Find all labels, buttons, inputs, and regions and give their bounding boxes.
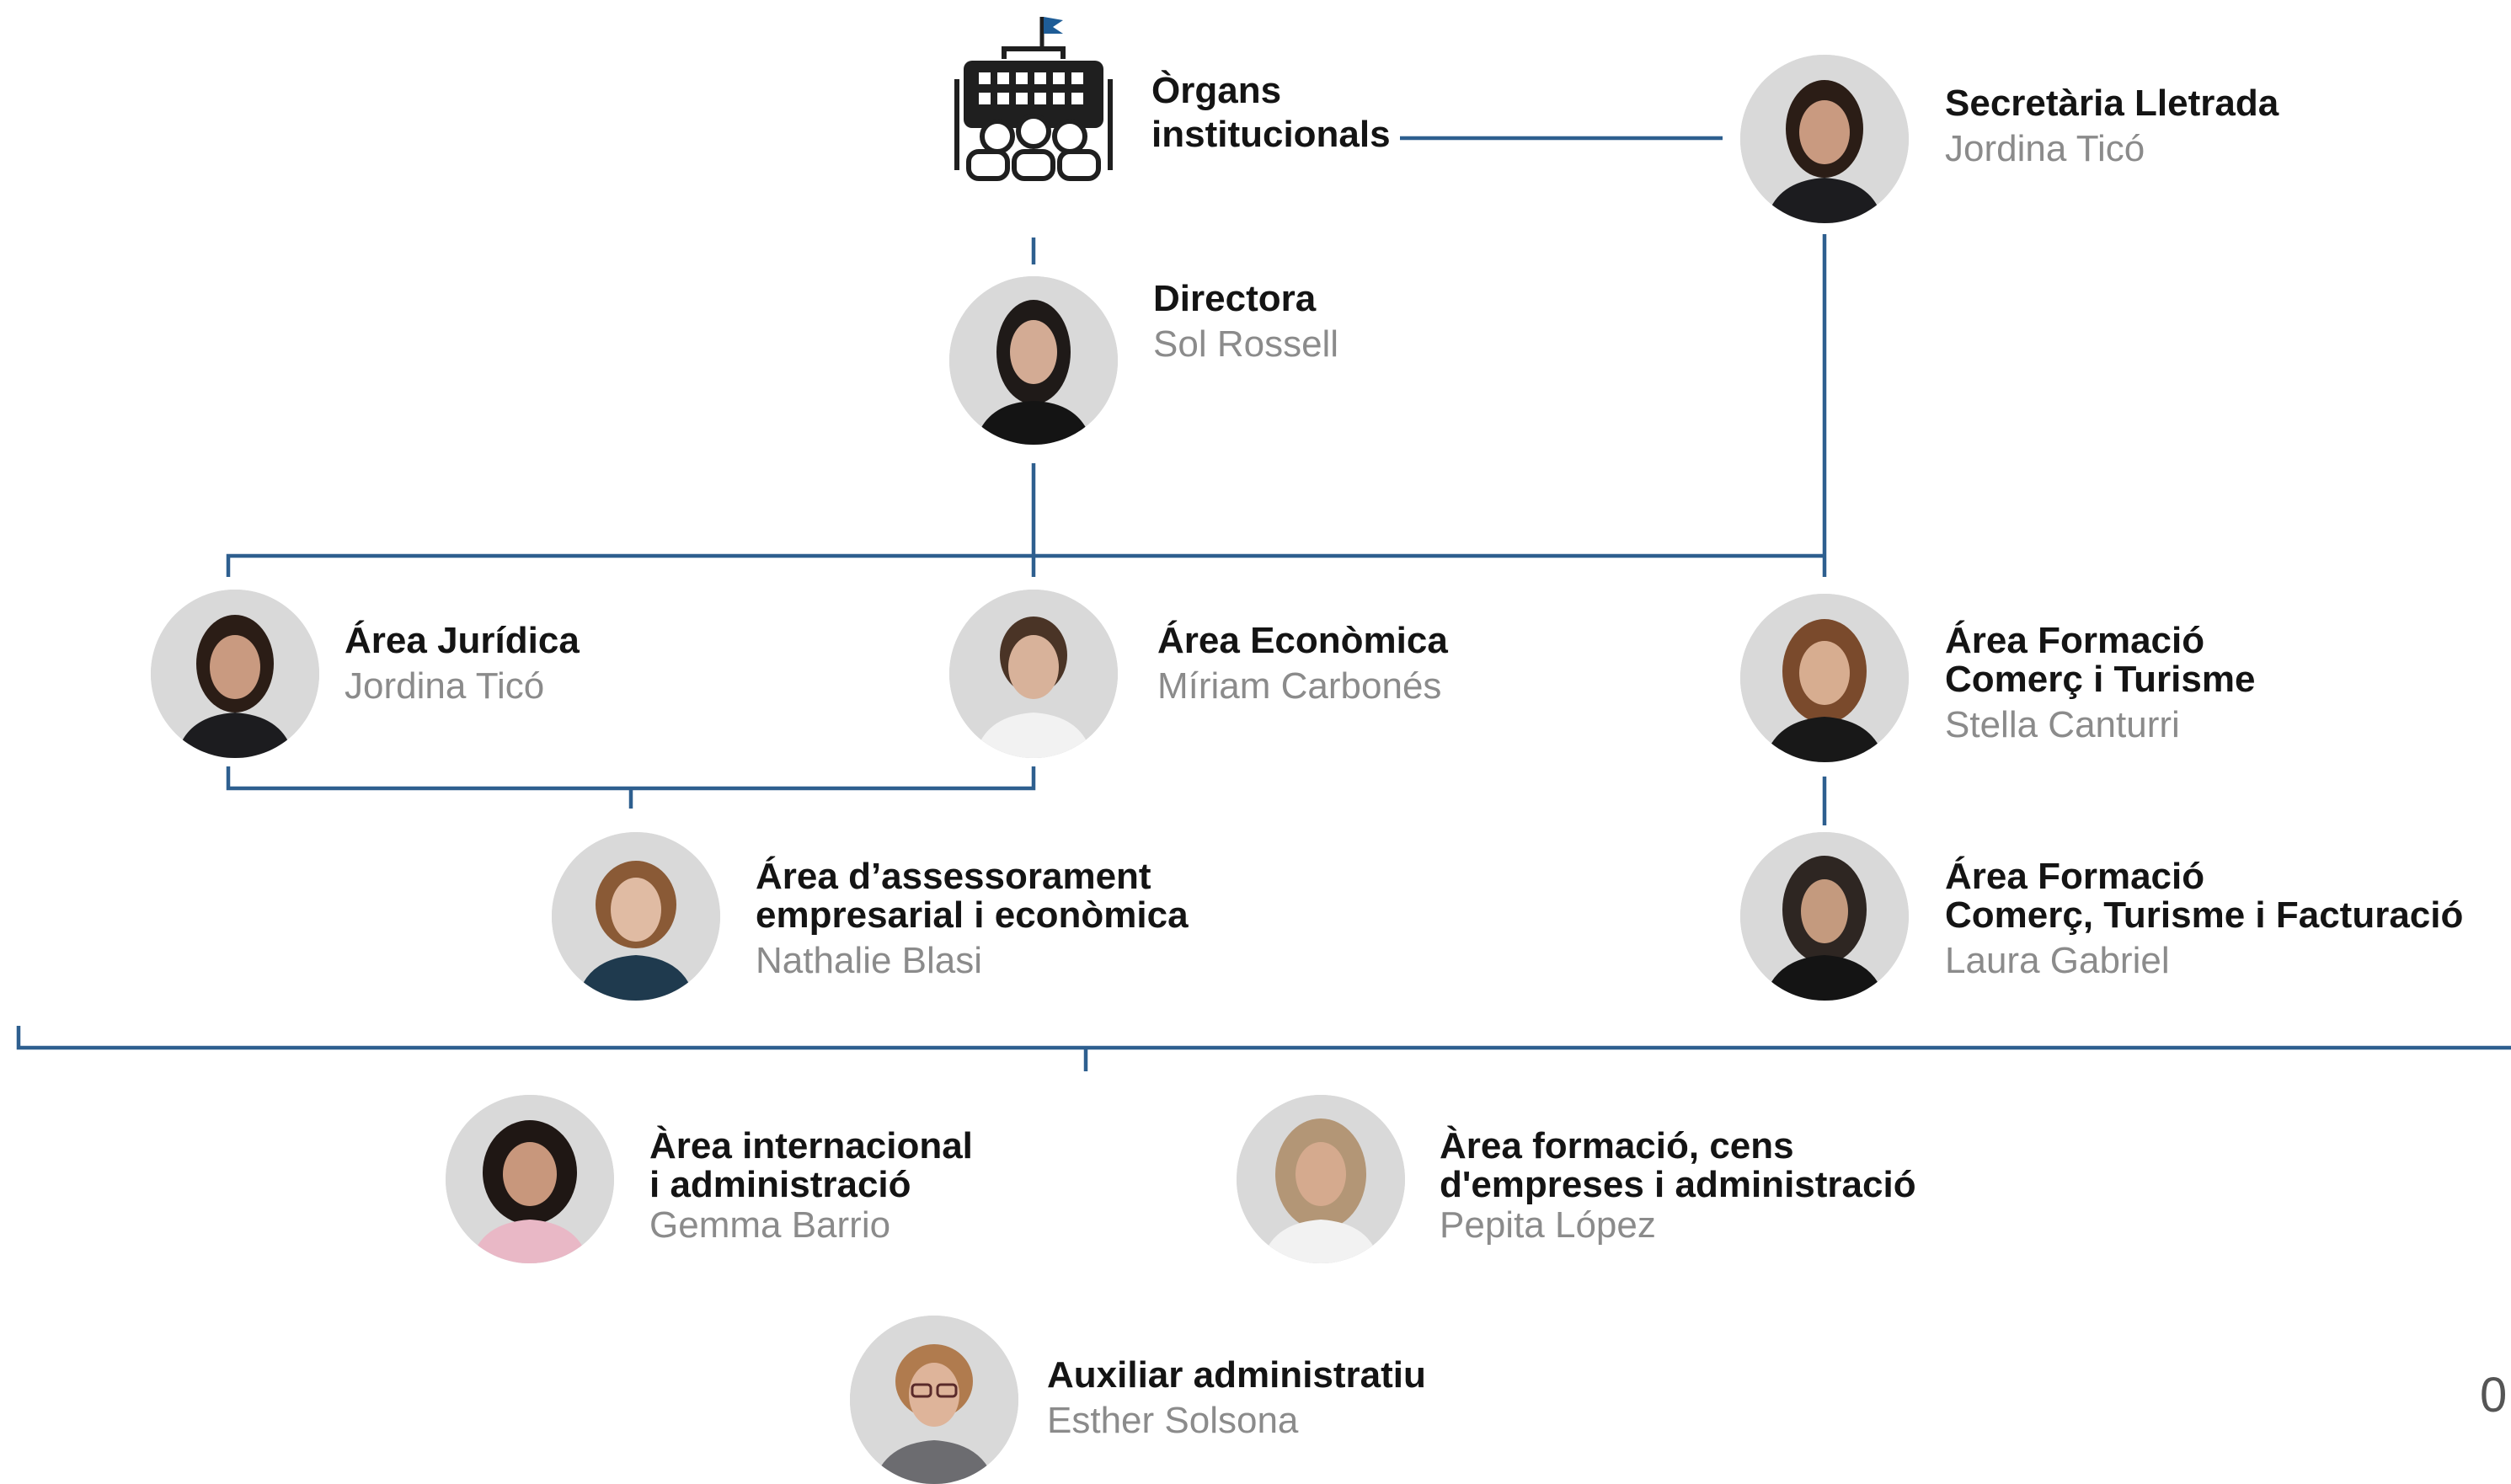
- avatar: [1237, 1095, 1405, 1263]
- connector-juridica-economica: [226, 766, 1036, 791]
- role-label: Àrea formació, cens d'empreses i adminis…: [1440, 1125, 1916, 1205]
- role-label: Òrgans institucionals: [1151, 70, 1391, 155]
- role-label: Área Econòmica: [1157, 620, 1448, 661]
- avatar: [949, 276, 1118, 445]
- avatar: [1740, 832, 1909, 1001]
- person-name: Sol Rossell: [1153, 323, 1339, 365]
- person-name: Míriam Carbonés: [1157, 665, 1442, 707]
- page-number: 0: [2480, 1368, 2508, 1423]
- person-name: Jordina Ticó: [345, 665, 545, 707]
- person-name: Pepita López: [1440, 1204, 1656, 1246]
- avatar: [446, 1095, 614, 1263]
- person-name: Jordina Ticó: [1945, 128, 2145, 169]
- role-label: Área Jurídica: [345, 620, 580, 661]
- role-label: Área Formació Comerç, Turisme i Facturac…: [1945, 856, 2464, 936]
- avatar: [949, 590, 1118, 758]
- connector-areas-bus: [226, 553, 1824, 577]
- role-label: Área d’assessorament empresarial i econò…: [756, 856, 1189, 936]
- avatar: [850, 1316, 1018, 1484]
- person-name: Nathalie Blasi: [756, 940, 983, 981]
- avatar: [1740, 594, 1909, 762]
- role-label: Àrea internacional i administració: [649, 1125, 973, 1205]
- avatar: [552, 832, 720, 1001]
- person-name: Laura Gabriel: [1945, 940, 2170, 981]
- role-label: Área Formació Comerç i Turisme: [1945, 620, 2256, 700]
- role-label: Secretària Lletrada: [1945, 83, 2279, 124]
- role-label: Directora: [1153, 278, 1317, 319]
- person-name: Esther Solsona: [1047, 1400, 1299, 1441]
- avatar: [151, 590, 319, 758]
- institution-icon: [954, 17, 1113, 181]
- person-name: Gemma Barrio: [649, 1204, 891, 1246]
- person-name: Stella Canturri: [1945, 704, 2180, 745]
- connector-bottom-bus: [16, 1026, 2511, 1050]
- role-label: Auxiliar administratiu: [1047, 1354, 1426, 1396]
- avatar: [1740, 55, 1909, 223]
